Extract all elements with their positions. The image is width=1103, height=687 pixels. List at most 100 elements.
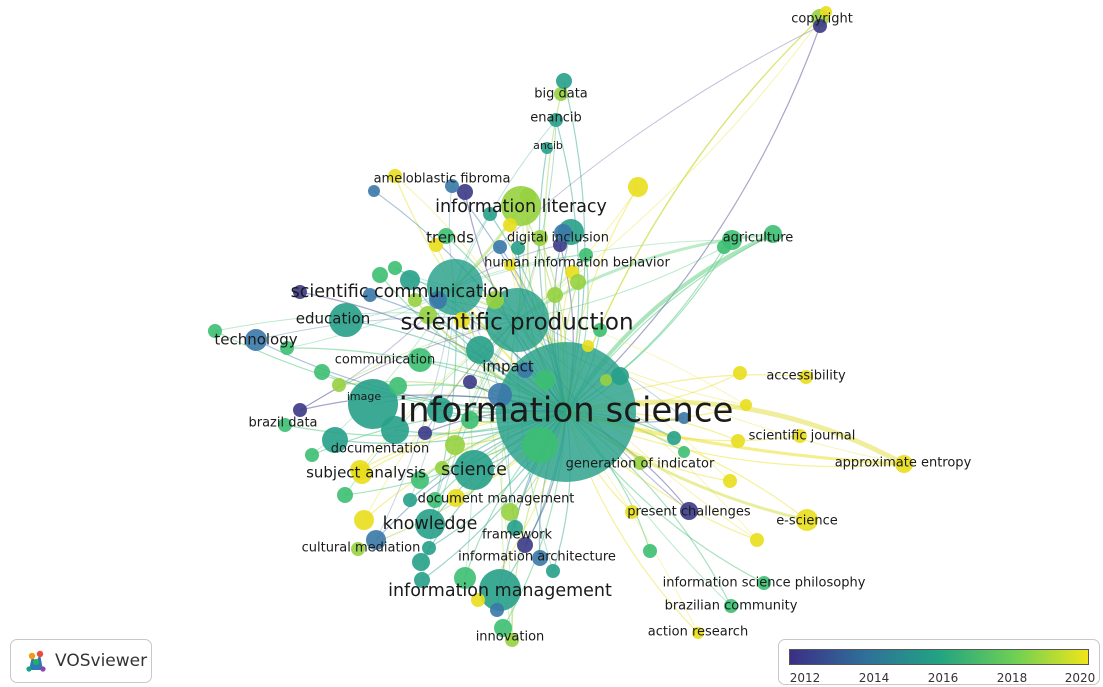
network-node[interactable] (372, 267, 388, 283)
node-label-subject-analysis[interactable]: subject analysis (306, 464, 426, 482)
network-node[interactable] (486, 291, 504, 309)
network-node[interactable] (466, 336, 494, 364)
network-node[interactable] (505, 633, 519, 647)
node-label-knowledge[interactable]: knowledge (383, 514, 478, 534)
network-node[interactable] (461, 411, 479, 429)
network-node[interactable] (511, 241, 525, 255)
node-label-present-challenges[interactable]: present challenges (627, 505, 751, 520)
network-node[interactable] (293, 285, 307, 299)
network-node[interactable] (388, 261, 402, 275)
network-node[interactable] (381, 416, 409, 444)
node-label-e-science[interactable]: e-science (776, 514, 838, 529)
network-node[interactable] (419, 306, 437, 324)
network-node[interactable] (329, 303, 363, 337)
network-node[interactable] (522, 427, 558, 463)
node-label-action-research[interactable]: action research (648, 625, 748, 640)
network-node[interactable] (520, 188, 536, 204)
network-node[interactable] (667, 431, 681, 445)
network-node[interactable] (445, 179, 459, 193)
network-node[interactable] (633, 456, 647, 470)
network-node[interactable] (412, 553, 430, 571)
network-node[interactable] (332, 378, 346, 392)
network-node[interactable] (463, 375, 477, 389)
network-node[interactable] (493, 240, 507, 254)
network-node[interactable] (454, 312, 470, 328)
network-node[interactable] (532, 230, 548, 246)
network-node[interactable] (678, 446, 690, 458)
network-node[interactable] (389, 377, 407, 395)
network-node[interactable] (429, 238, 443, 252)
node-label-generation-of-indicator[interactable]: generation of indicator (566, 457, 715, 472)
node-label-documentation[interactable]: documentation (331, 442, 429, 457)
network-node[interactable] (582, 340, 594, 352)
node-label-communication[interactable]: communication (335, 353, 436, 368)
network-node[interactable] (479, 569, 521, 611)
network-node[interactable] (717, 240, 731, 254)
network-node[interactable] (535, 370, 555, 390)
network-node[interactable] (457, 184, 473, 200)
network-node[interactable] (764, 225, 782, 243)
network-node[interactable] (337, 487, 353, 503)
node-label-information-science-philosophy[interactable]: information science philosophy (663, 576, 866, 591)
network-node[interactable] (490, 603, 504, 617)
network-node[interactable] (400, 270, 420, 290)
network-node[interactable] (541, 142, 553, 154)
node-label-accessibility[interactable]: accessibility (766, 369, 846, 384)
node-label-technology[interactable]: technology (214, 331, 297, 349)
network-node[interactable] (471, 593, 485, 607)
network-node[interactable] (501, 503, 519, 521)
network-node[interactable] (305, 448, 319, 462)
network-node[interactable] (447, 489, 465, 507)
node-label-innovation[interactable]: innovation (476, 630, 545, 645)
network-node[interactable] (579, 248, 593, 262)
network-node[interactable] (438, 228, 454, 244)
node-label-enancib[interactable]: enancib (530, 111, 581, 126)
network-node[interactable] (366, 530, 386, 550)
network-node[interactable] (351, 542, 365, 556)
node-label-brazil-data[interactable]: brazil data (248, 416, 317, 431)
network-node[interactable] (813, 19, 827, 33)
network-node[interactable] (796, 509, 818, 531)
node-label-brazilian-community[interactable]: brazilian community (665, 599, 798, 614)
network-node[interactable] (354, 510, 374, 530)
node-label-scientific-journal[interactable]: scientific journal (749, 429, 856, 444)
network-node[interactable] (724, 599, 738, 613)
network-node[interactable] (611, 367, 629, 385)
network-node[interactable] (352, 464, 372, 484)
node-label-trends[interactable]: trends (426, 229, 474, 247)
node-label-document-management[interactable]: document management (418, 492, 575, 507)
network-node[interactable] (799, 370, 813, 384)
network-node[interactable] (532, 550, 548, 566)
network-node[interactable] (593, 323, 607, 337)
network-node[interactable] (422, 541, 436, 555)
network-node[interactable] (740, 399, 752, 411)
node-label-information-literacy[interactable]: information literacy (435, 197, 607, 217)
node-label-digital-inclusion[interactable]: digital inclusion (507, 231, 609, 246)
network-node[interactable] (445, 435, 465, 455)
network-node[interactable] (348, 379, 398, 429)
network-node[interactable] (280, 341, 294, 355)
network-node[interactable] (643, 544, 657, 558)
network-node[interactable] (625, 505, 639, 519)
network-node[interactable] (504, 259, 516, 271)
network-node[interactable] (322, 427, 348, 453)
node-label-ancib[interactable]: ancib (533, 139, 563, 152)
vosviewer-brand[interactable]: VOSviewer (10, 639, 152, 683)
network-node[interactable] (680, 502, 698, 520)
network-node[interactable] (517, 362, 533, 378)
node-label-information-management[interactable]: information management (388, 581, 612, 601)
network-node[interactable] (411, 471, 429, 489)
network-node[interactable] (435, 461, 449, 475)
network-node[interactable] (454, 450, 494, 490)
network-node[interactable] (895, 455, 913, 473)
network-node[interactable] (363, 288, 377, 302)
network-node[interactable] (314, 364, 330, 380)
network-node[interactable] (517, 537, 533, 553)
network-node[interactable] (427, 492, 443, 508)
network-node[interactable] (278, 418, 292, 432)
network-node[interactable] (628, 177, 648, 197)
network-node[interactable] (403, 493, 417, 507)
network-node[interactable] (483, 207, 497, 221)
network-node[interactable] (503, 218, 517, 232)
